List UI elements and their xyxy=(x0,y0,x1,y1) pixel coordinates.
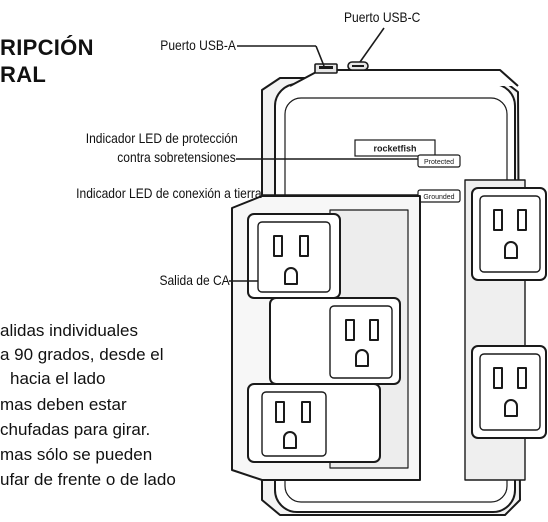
ground-connection-led: Grounded xyxy=(417,189,461,203)
ac-outlet-left-2 xyxy=(269,297,401,385)
surge-led-label-line2: contra sobretensiones xyxy=(117,149,236,165)
usb-c-label: Puerto USB-C xyxy=(344,9,421,25)
brand-label: rocketfish xyxy=(373,144,416,154)
ac-outlet-right-2 xyxy=(471,345,547,439)
usb-c-port xyxy=(347,61,369,71)
body-text-line-7: ufar de frente o de lado xyxy=(0,470,176,489)
ac-outlet-left-3 xyxy=(247,383,381,463)
section-heading-line1: RIPCIÓN xyxy=(0,35,94,60)
ac-outlet-label: Salida de CA xyxy=(159,272,230,288)
grounded-label: Grounded xyxy=(423,194,454,201)
protected-label: Protected xyxy=(424,159,454,166)
surge-protection-led: Protected xyxy=(417,154,461,168)
body-text-line-2: a 90 grados, desde el xyxy=(0,345,164,364)
section-heading-line2: RAL xyxy=(0,62,47,87)
body-text-line-6: mas sólo se pueden xyxy=(0,445,153,464)
surge-led-label-line1: Indicador LED de protección xyxy=(86,130,238,146)
usb-a-label: Puerto USB-A xyxy=(160,37,236,53)
body-text-line-4: mas deben estar xyxy=(0,395,127,414)
leader-usb-c xyxy=(359,27,385,63)
body-text-line-3: hacia el lado xyxy=(10,369,106,388)
body-text-line-5: chufadas para girar. xyxy=(0,420,151,439)
body-text-line-1: alidas individuales xyxy=(0,321,138,340)
ac-outlet-right-1 xyxy=(471,187,547,281)
usb-a-port xyxy=(314,63,338,74)
ac-outlet-left-1 xyxy=(247,213,341,299)
ground-led-label: Indicador LED de conexión a tierra xyxy=(76,185,262,201)
